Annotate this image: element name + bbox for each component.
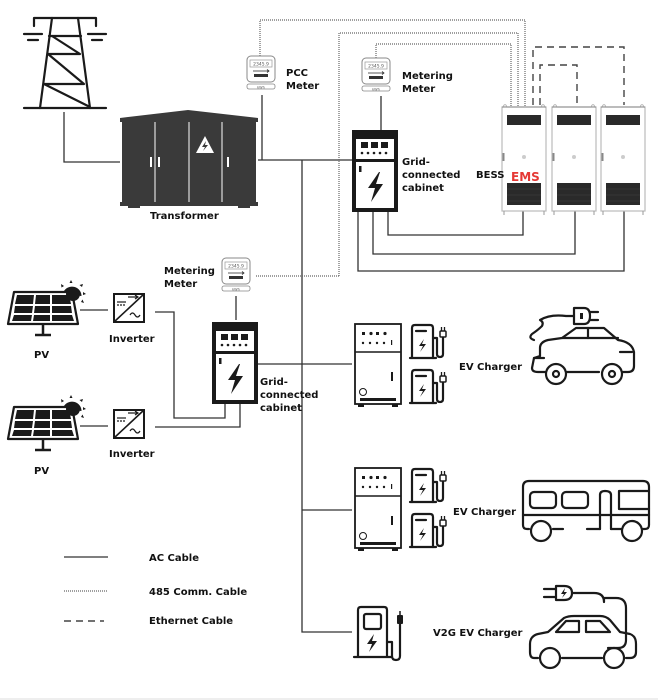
legend-label: Ethernet Cable [149, 616, 233, 627]
meter-reading: 2345.9 [228, 264, 244, 270]
electric-car-icon [529, 306, 636, 386]
metering-meter-pv: 2345.9 kWh [221, 257, 251, 292]
legend-item-ethernet-cable: Ethernet Cable [64, 616, 233, 627]
pcc-meter: 2345.9 kWh [246, 55, 276, 90]
ev-charger-car-label: EV Charger [459, 362, 522, 373]
charging-pump-icon [408, 323, 448, 360]
legend-item-ac-cable: AC Cable [64, 553, 199, 564]
power-cabinet-icon [354, 467, 402, 552]
power-cabinet-icon [354, 323, 402, 408]
electric-bus-icon [521, 479, 651, 543]
rs485-cable-pcc-meter-ems [259, 19, 526, 107]
ethernet-cable-bess-2 [539, 64, 578, 105]
grid-cabinet-bess-label-line1: Grid- [402, 157, 430, 168]
battery-cabinet-icon [501, 104, 547, 216]
solar-panel-icon [6, 278, 88, 337]
grid-cabinet-pv-label-line2: connected [260, 390, 318, 401]
transformer-label: Transformer [150, 211, 219, 222]
metering-meter-top-label-line2: Meter [402, 84, 435, 95]
ac-cable-main-bus [301, 160, 352, 633]
inverter-2 [113, 409, 145, 439]
ac-cable-inverter2-cabinet [155, 404, 241, 428]
metering-meter-top-label-line1: Metering [402, 71, 453, 82]
rs485-cables [256, 19, 526, 277]
pv-panel-2 [6, 393, 88, 452]
meter-unit: kWh [372, 88, 380, 92]
metering-meter-pv-label-line1: Metering [164, 266, 215, 277]
battery-cabinet-icon [600, 104, 646, 216]
grid-cabinet-pv-label-line3: cabinet [260, 403, 302, 414]
ac-cable-bess-2 [372, 210, 576, 255]
bess-rack [501, 104, 646, 216]
charging-pump-icon [408, 512, 448, 549]
metering-meter-top: 2345.9 kWh [361, 57, 391, 92]
pcc-meter-label-line2: Meter [286, 81, 319, 92]
ac-cable-bess-1 [387, 210, 524, 236]
electricity-meter-icon [361, 57, 391, 92]
charger-power-cabinet [354, 467, 402, 552]
ac-cable-tower-transformer [63, 112, 120, 163]
bottom-divider [0, 698, 658, 700]
bess-cabinet-1 [501, 104, 547, 216]
transformer-icon [120, 110, 258, 208]
electricity-meter-icon [221, 257, 251, 292]
pv-panel-1 [6, 278, 88, 337]
grid-cabinet-bess [352, 130, 398, 212]
solar-panel-icon [6, 393, 88, 452]
grid-cabinet-icon [352, 130, 398, 212]
battery-cabinet-icon [551, 104, 597, 216]
ethernet-cable-bess-3 [532, 46, 625, 105]
ac-cable-inverter1-cabinet [155, 311, 226, 419]
pv-1-label: PV [34, 350, 49, 361]
pcc-meter-label-line1: PCC [286, 68, 308, 79]
rs485-cable-metering-meter-ems [375, 43, 512, 107]
charger-pump-2 [408, 512, 448, 549]
bess-cabinet-3 [600, 104, 646, 216]
ethernet-cables [532, 46, 625, 105]
grid-cabinet-bess-label-line3: cabinet [402, 183, 444, 194]
charger-power-cabinet [354, 323, 402, 408]
inverter-icon [113, 409, 145, 439]
inverter-icon [113, 293, 145, 323]
v2g-charger-icon [352, 605, 403, 662]
power-tower-icon [22, 16, 108, 110]
metering-meter-pv-label-line2: Meter [164, 279, 197, 290]
inverter-1 [113, 293, 145, 323]
charger-pump-1 [408, 323, 448, 360]
ev-charger-bus-station [354, 467, 448, 552]
ev-charger-bus-label: EV Charger [453, 507, 516, 518]
inverter-1-label: Inverter [109, 334, 155, 345]
ems-label: EMS [511, 170, 540, 184]
meter-reading: 2345.9 [368, 64, 384, 70]
electricity-meter-icon [246, 55, 276, 90]
v2g-charger-label: V2G EV Charger [433, 628, 523, 639]
legend-label: 485 Comm. Cable [149, 587, 247, 598]
charger-pump-2 [408, 368, 448, 405]
charger-pump-1 [408, 467, 448, 504]
grid-cabinet-pv-label-line1: Grid- [260, 377, 288, 388]
ac-cables [63, 95, 625, 633]
bess-cabinet-2 [551, 104, 597, 216]
charging-pump-icon [408, 368, 448, 405]
meter-unit: kWh [232, 288, 240, 292]
inverter-2-label: Inverter [109, 449, 155, 460]
charging-pump-icon [408, 467, 448, 504]
ac-cable-bess-3 [357, 210, 625, 272]
meter-reading: 2345.9 [253, 62, 269, 68]
meter-unit: kWh [257, 86, 265, 90]
grid-cabinet-bess-label-line2: connected [402, 170, 460, 181]
legend-label: AC Cable [149, 553, 199, 564]
v2g-car-icon [528, 584, 638, 670]
grid-cabinet-icon [212, 322, 258, 404]
ev-charger-car-station [354, 323, 448, 408]
grid-cabinet-pv [212, 322, 258, 404]
legend-item-485-comm-cable: 485 Comm. Cable [64, 587, 247, 598]
pv-2-label: PV [34, 466, 49, 477]
rs485-cable-cabinet-ems [338, 32, 519, 276]
bess-label: BESS [476, 170, 504, 181]
legend: AC Cable 485 Comm. Cable Ethernet Cable [64, 553, 247, 627]
